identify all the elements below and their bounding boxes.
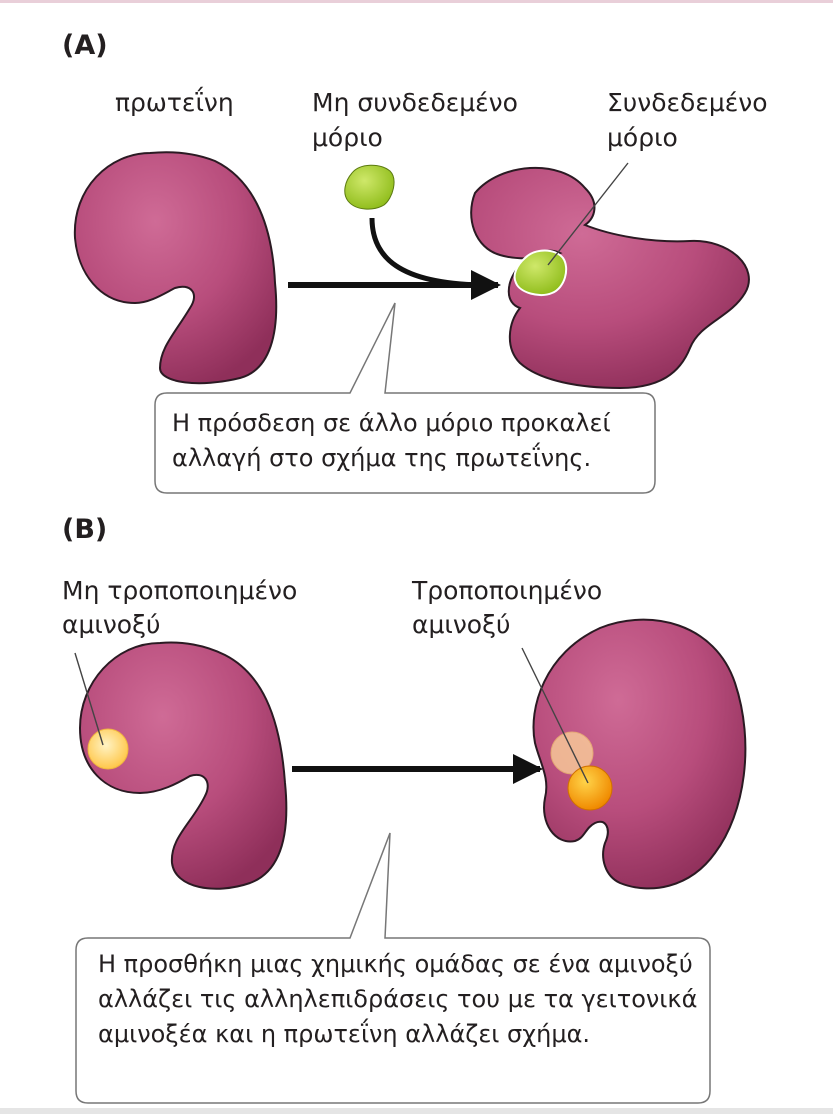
ligand-unbound-shape [345,165,394,209]
panel-a-label: (A) [62,31,108,61]
unmodified-amino-label-line1: Μη τροποποιημένο [62,573,297,608]
ligand-curve-arrow [372,218,480,285]
protein-unbound-shape [75,152,276,383]
unbound-molecule-label-line2: μόριο [312,120,383,155]
unbound-molecule-label-line1: Μη συνδεδεμένο [312,85,518,120]
modified-amino-label-line2: αμινοξύ [412,607,511,642]
bottom-border [0,1108,833,1114]
panel-b-label: (B) [62,515,107,545]
unmodified-amino-label-line2: αμινοξύ [62,607,161,642]
caption-a: Η πρόσδεση σε άλλο μόριο προκαλεί αλλαγή… [172,406,642,476]
bound-molecule-label-line1: Συνδεδεμένο [607,85,768,120]
amino-unmodified-circle [88,729,128,769]
caption-b: Η προσθήκη μιας χημικής ομάδας σε ένα αμ… [98,947,698,1052]
amino-modified-circle [568,766,612,810]
modified-amino-label-line1: Τροποποιημένο [412,573,602,608]
protein-bound-shape [471,168,749,388]
protein-label: πρωτεΐνη [115,85,234,120]
bound-molecule-label-line2: μόριο [607,120,678,155]
